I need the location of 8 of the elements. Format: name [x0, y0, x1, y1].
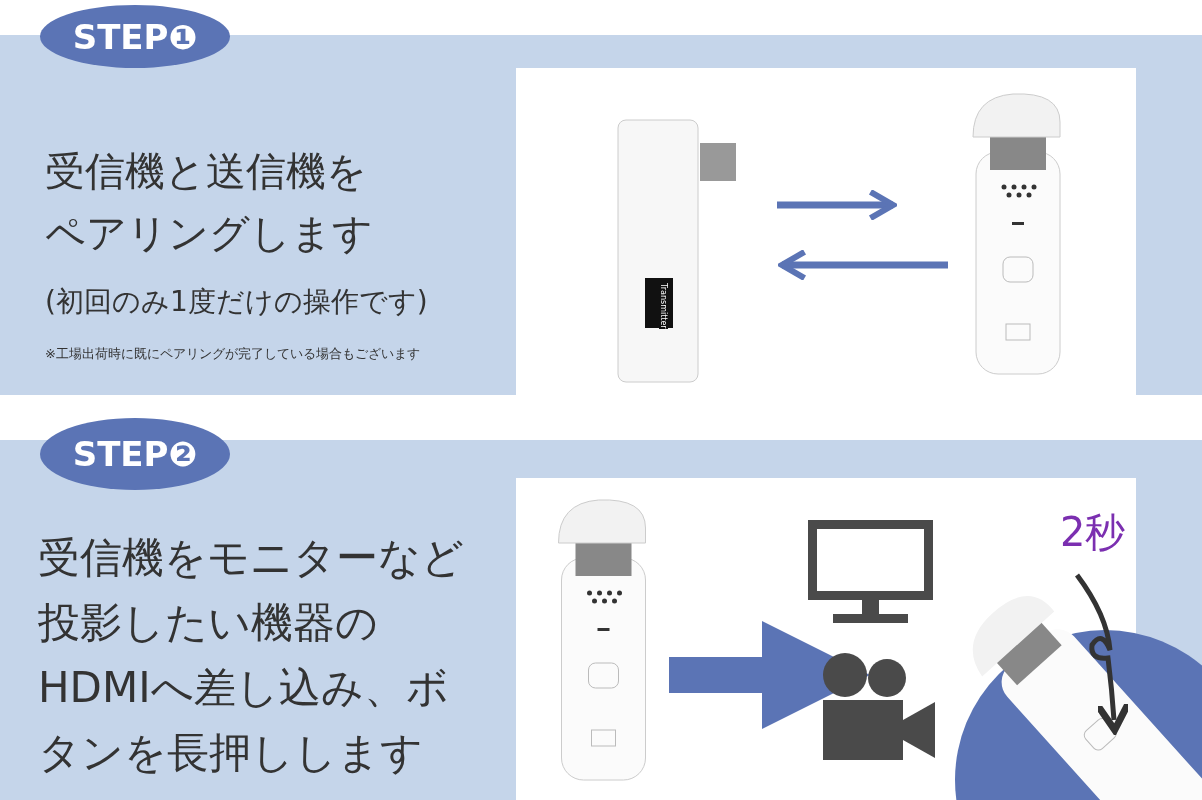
instruction-text: 受信機と送信機をペアリングします [45, 147, 374, 258]
arrow [669, 621, 870, 729]
footnote-text: ※工場出荷時に既にペアリングが完了している場合もございます [45, 345, 421, 363]
instruction-text: 受信機をモニターなど投影したい機器のHDMIへ差し込み、ボタンを長押しします [38, 532, 465, 779]
step-badge: STEP❷ [40, 418, 230, 490]
device-label-text: Transmitter [659, 283, 668, 329]
duration-label: 2秒 [1060, 508, 1126, 557]
note-text: (初回のみ1度だけの操作です) [45, 284, 429, 320]
